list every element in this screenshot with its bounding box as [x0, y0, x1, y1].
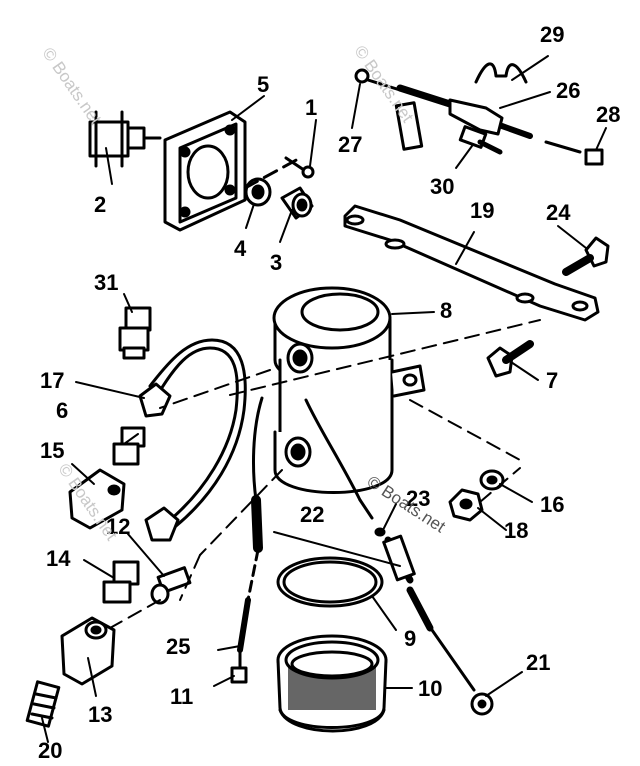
- knob-part: [280, 186, 314, 220]
- callout-17: 17: [40, 368, 65, 393]
- callout-9: 9: [404, 626, 417, 651]
- callout-14: 14: [46, 546, 71, 571]
- callout-28: 28: [596, 102, 621, 127]
- callout-10: 10: [418, 676, 443, 701]
- callout-8: 8: [440, 298, 453, 323]
- o-ring-part: [276, 556, 384, 608]
- ground-wire-part: [304, 398, 494, 716]
- wire-lead-part: [230, 396, 264, 684]
- callout-19: 19: [470, 198, 495, 223]
- nut-part: [244, 177, 272, 207]
- callout-30: 30: [430, 174, 455, 199]
- callout-2: 2: [94, 192, 107, 217]
- fuel-pump-body-part: [272, 286, 426, 494]
- mounting-plate-part: [163, 110, 247, 232]
- callout-7: 7: [546, 368, 559, 393]
- mounting-bracket-part: [343, 204, 600, 322]
- callout-18: 18: [504, 518, 529, 543]
- callout-4: 4: [234, 236, 247, 261]
- fuel-line-part: [138, 338, 247, 542]
- callout-22: 22: [300, 502, 325, 527]
- callout-16: 16: [540, 492, 565, 517]
- callout-13: 13: [88, 702, 113, 727]
- screw-part: [284, 156, 315, 179]
- callout-6: 6: [56, 398, 69, 423]
- filter-block-part: [60, 616, 116, 686]
- bolt-part: [562, 236, 610, 276]
- callout-3: 3: [270, 250, 283, 275]
- callout-31: 31: [94, 270, 119, 295]
- fitting-part-3: [102, 560, 140, 604]
- washer-part: [479, 469, 505, 491]
- callout-23: 23: [406, 486, 431, 511]
- fitting-part-4: [150, 566, 192, 605]
- callout-leader-lines: [41, 55, 607, 743]
- callout-27: 27: [338, 132, 363, 157]
- callout-29: 29: [540, 22, 565, 47]
- fuse-holder-wire-part: [354, 68, 604, 166]
- callout-11: 11: [170, 684, 194, 709]
- callout-25: 25: [166, 634, 191, 659]
- toggle-switch-part: [88, 110, 162, 168]
- fitting-part: [118, 306, 152, 360]
- spring-clip-part: [474, 62, 528, 84]
- callout-1: 1: [305, 95, 318, 120]
- callout-5: 5: [257, 72, 270, 97]
- callout-21: 21: [526, 650, 551, 675]
- filter-element-part: [276, 634, 388, 733]
- barb-fitting-part: [25, 680, 61, 728]
- callout-12: 12: [106, 514, 131, 539]
- callout-20: 20: [38, 738, 63, 763]
- callout-24: 24: [546, 200, 571, 225]
- fitting-part-2: [112, 426, 146, 466]
- bolt-part-2: [486, 340, 534, 378]
- nut-part-2: [448, 488, 484, 522]
- callout-15: 15: [40, 438, 65, 463]
- callout-26: 26: [556, 78, 581, 103]
- block-part: [68, 468, 126, 530]
